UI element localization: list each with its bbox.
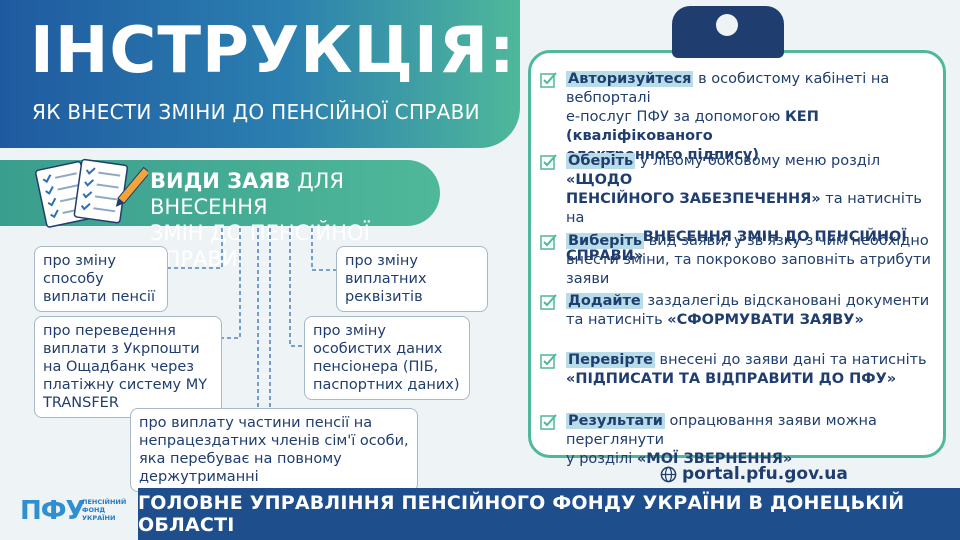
step-4-action: Додайте bbox=[566, 293, 643, 309]
step-6-action: Результати bbox=[566, 413, 665, 429]
page-title: ІНСТРУКЦІЯ: bbox=[30, 14, 516, 88]
pfu-logo: ПФУ bbox=[20, 496, 86, 526]
step-1-action: Авторизуйтеся bbox=[566, 71, 694, 87]
option-payment-details: про зміну виплатних реквізитів bbox=[336, 246, 488, 312]
check-icon bbox=[540, 294, 557, 310]
documents-pen-icon bbox=[35, 158, 148, 228]
step-3-action: Виберіть bbox=[566, 233, 645, 249]
footer-text: ГОЛОВНЕ УПРАВЛІННЯ ПЕНСІЙНОГО ФОНДУ УКРА… bbox=[138, 492, 905, 536]
check-icon bbox=[540, 414, 557, 430]
check-icon bbox=[540, 72, 557, 88]
option-personal-data: про зміну особистих даних пенсіонера (ПІ… bbox=[304, 316, 470, 400]
check-icon bbox=[540, 234, 557, 250]
check-icon bbox=[540, 154, 557, 170]
step-5-action: Перевірте bbox=[566, 352, 655, 368]
option-transfer-oschadbank: про переведення виплати з Укрпошти на Ощ… bbox=[34, 316, 222, 418]
clipboard-clip-hole bbox=[716, 14, 738, 36]
option-family-members: про виплату частини пенсії на непрацезда… bbox=[130, 408, 418, 492]
step-2-action: Оберіть bbox=[566, 153, 636, 169]
footer-band bbox=[138, 488, 960, 540]
check-icon bbox=[540, 353, 557, 369]
types-heading-rest: ДЛЯ ВНЕСЕННЯ bbox=[150, 169, 344, 219]
clipboard-panel bbox=[528, 50, 946, 458]
header-band bbox=[0, 0, 520, 148]
option-payment-method: про зміну способу виплати пенсії bbox=[34, 246, 168, 312]
portal-link[interactable]: portal.pfu.gov.ua bbox=[682, 464, 848, 484]
pfu-logo-caption: ПЕНСІЙНИЙ ФОНД УКРАЇНИ bbox=[82, 498, 127, 522]
globe-icon bbox=[660, 466, 677, 483]
types-heading-bold: ВИДИ ЗАЯВ bbox=[150, 169, 291, 193]
page-subtitle: ЯК ВНЕСТИ ЗМІНИ ДО ПЕНСІЙНОЇ СПРАВИ bbox=[32, 100, 480, 124]
